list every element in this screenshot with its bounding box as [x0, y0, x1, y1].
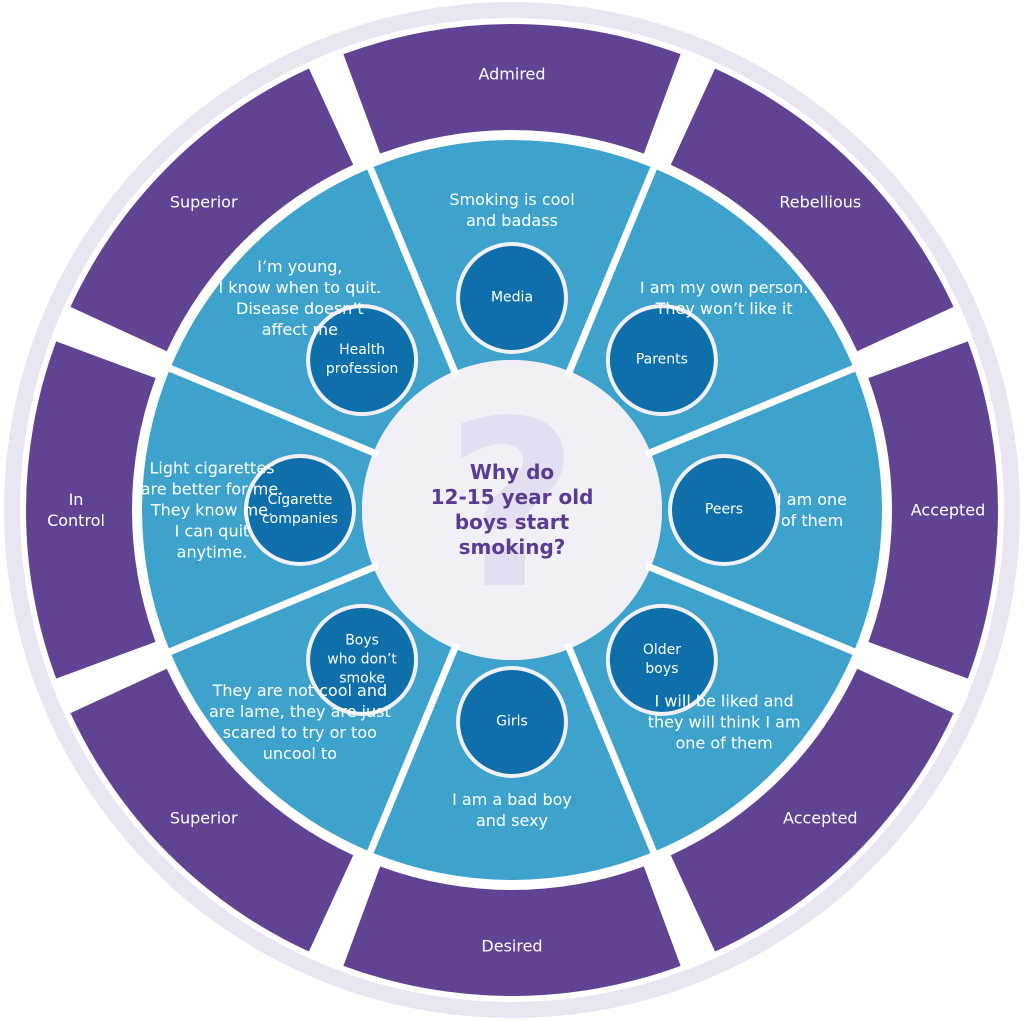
- influencer-label: Peers: [704, 501, 744, 518]
- outer-feeling-label: In Control: [47, 490, 105, 530]
- influencer-label: Parents: [635, 351, 688, 368]
- outer-segment: [26, 341, 156, 679]
- influencer-node: [460, 670, 564, 774]
- outer-segment: [343, 24, 681, 154]
- influencer-node: [248, 458, 352, 562]
- influencer-label: Older boys: [642, 641, 681, 677]
- outer-segment: [670, 668, 954, 952]
- sector-divider: [564, 642, 658, 856]
- outer-segment: [70, 68, 354, 352]
- statement-label: Light cigarettes are better for me. They…: [140, 458, 284, 562]
- statement-label: I will be liked and they will think I am…: [647, 691, 801, 753]
- outer-segment: [868, 341, 998, 679]
- center-disc: [362, 360, 662, 660]
- outer-segment: [670, 68, 954, 352]
- influencer-node: [609, 607, 714, 712]
- statement-label: I am my own person. They won’t like it: [639, 277, 809, 318]
- question-mark-icon: ?: [445, 373, 578, 640]
- influencer-node: [609, 308, 714, 413]
- influencer-label: Girls: [496, 713, 528, 730]
- influencer-node: [310, 308, 415, 413]
- sector-divider: [644, 364, 858, 458]
- sector-divider: [644, 562, 858, 656]
- outer-segment: [343, 866, 681, 996]
- influencer-node: [460, 246, 564, 350]
- center-question: Why do 12-15 year old boys start smoking…: [430, 460, 594, 559]
- sector-divider: [366, 642, 460, 856]
- sector-divider: [166, 364, 380, 458]
- statement-label: They are not cool and are lame, they are…: [208, 681, 391, 764]
- outer-ring-segments: [26, 24, 998, 996]
- influencer-label: Cigarette companies: [261, 492, 339, 527]
- divider-lines: [166, 164, 858, 856]
- influencer-label: Health profession: [325, 342, 399, 378]
- outer-segment: [70, 668, 354, 952]
- outer-feeling-label: Superior: [169, 192, 238, 212]
- statement-label: I’m young, I know when to quit. Disease …: [218, 256, 382, 339]
- outer-feeling-label: Superior: [169, 808, 238, 828]
- influencer-node: [310, 607, 415, 712]
- influencer-label: Media: [490, 289, 534, 306]
- statement-label: I am one of them: [776, 490, 848, 530]
- statement-label: I am a bad boy and sexy: [452, 790, 572, 830]
- outer-feeling-label: Accepted: [910, 500, 986, 520]
- sector-divider: [564, 164, 658, 378]
- sector-divider: [166, 562, 380, 656]
- influencer-nodes: [244, 242, 780, 778]
- outer-feeling-label: Accepted: [783, 808, 858, 828]
- outer-feeling-label: Desired: [481, 936, 543, 956]
- sector-divider: [366, 164, 460, 378]
- outer-feeling-label: Admired: [478, 64, 546, 84]
- outer-feeling-label: Rebellious: [779, 192, 862, 212]
- influencer-label: Boys who don’t smoke: [327, 632, 397, 687]
- statement-label: Smoking is cool and badass: [449, 190, 575, 230]
- influencer-node: [672, 458, 776, 562]
